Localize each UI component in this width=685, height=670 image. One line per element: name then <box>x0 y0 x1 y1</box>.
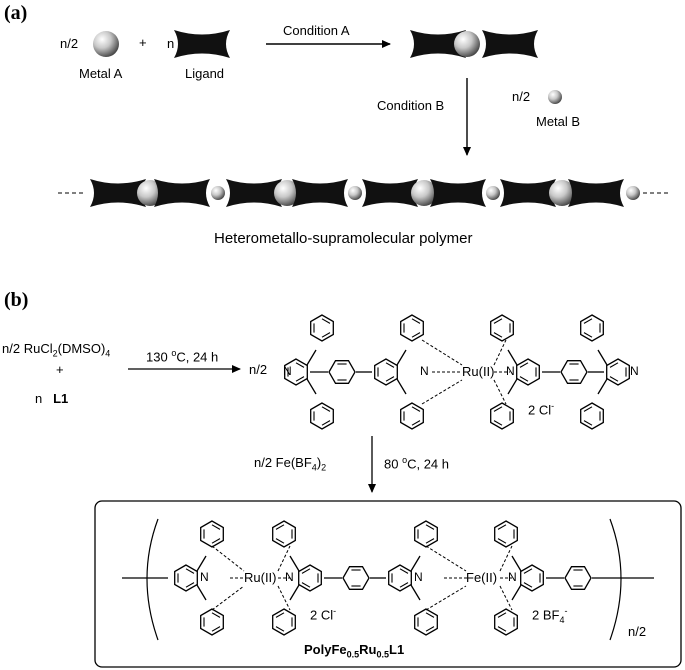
chloride-counterion: 2 Cl- <box>528 401 555 418</box>
ligand-shape <box>174 30 230 58</box>
condition-temperature-1: 130 oC, 24 h <box>146 348 219 365</box>
condition-temperature-2: 80 oC, 24 h <box>384 455 450 472</box>
n-atom-label: N <box>508 570 517 584</box>
ru-center-label: Ru(II) <box>462 364 495 379</box>
reagent-ruthenium: n/2 RuCl2(DMSO)4 <box>2 341 111 359</box>
panel-a-label: (a) <box>4 2 28 24</box>
polymer-chain <box>58 179 670 207</box>
metal-b-label: Metal B <box>536 114 581 129</box>
complex-dimer <box>410 30 538 58</box>
ru-monomer-complex <box>285 315 630 429</box>
fe-center-label: Fe(II) <box>466 570 498 585</box>
metal-a-coefficient: n/2 <box>60 36 79 51</box>
chloride-counterion-product: 2 Cl- <box>310 606 337 623</box>
polymer-repeat-unit <box>122 518 654 641</box>
condition-iron-salt: n/2 Fe(BF4)2 <box>254 455 327 473</box>
n-atom-label: N <box>200 570 209 584</box>
n-atom-label: N <box>285 570 294 584</box>
n-atom-label: N <box>283 364 292 378</box>
plus-sign: + <box>139 35 147 50</box>
repeat-index: n/2 <box>628 624 647 639</box>
condition-a-label: Condition A <box>283 23 350 38</box>
reagent-plus: + <box>56 362 64 377</box>
tetrafluoroborate-counterion: 2 BF4- <box>532 606 568 625</box>
n-atom-label: N <box>630 364 639 378</box>
metal-b-coefficient: n/2 <box>512 89 531 104</box>
n-atom-label: N <box>506 364 515 378</box>
n-atom-label: N <box>420 364 429 378</box>
metal-a-sphere <box>93 31 119 57</box>
ligand-label: Ligand <box>185 66 225 81</box>
n-atom-label: N <box>414 570 423 584</box>
product-box <box>94 500 682 668</box>
metal-b-sphere <box>548 90 562 104</box>
metal-a-label: Metal A <box>79 66 123 81</box>
reagent-ligand: n L1 <box>35 391 69 406</box>
polymer-name: PolyFe0.5Ru0.5L1 <box>304 642 405 660</box>
polymer-caption: Heterometallo-supramolecular polymer <box>214 230 473 247</box>
ru-center-label: Ru(II) <box>244 570 277 585</box>
panel-b-label: (b) <box>4 289 29 311</box>
ligand-coefficient: n <box>167 36 175 51</box>
product-coefficient: n/2 <box>249 362 268 377</box>
condition-b-label: Condition B <box>377 98 445 113</box>
